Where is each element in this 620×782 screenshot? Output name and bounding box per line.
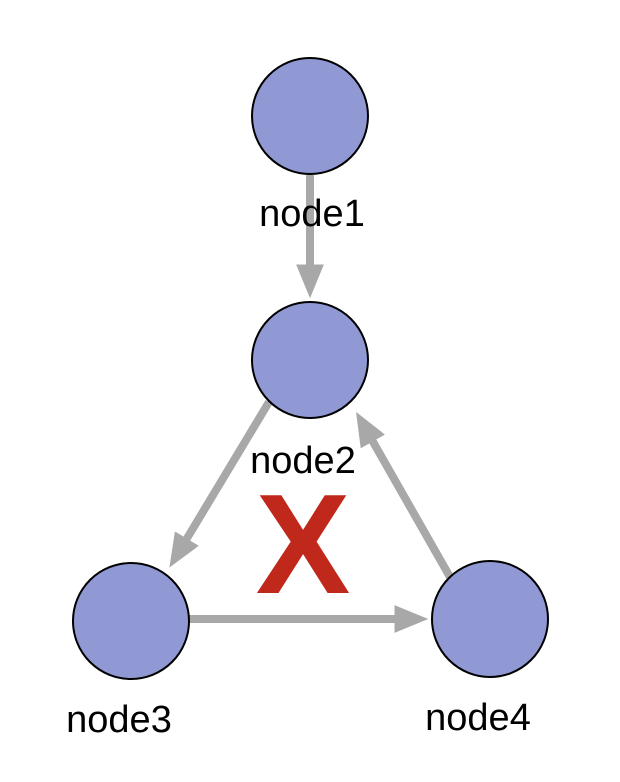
node4-circle	[431, 560, 549, 678]
node2-circle	[251, 301, 369, 419]
node1-label: node1	[259, 193, 365, 235]
node1-circle	[251, 57, 369, 175]
nodes	[72, 57, 549, 680]
node4-label: node4	[425, 697, 531, 739]
center-x-mark: X	[256, 465, 351, 624]
edges	[169, 175, 454, 633]
edge-node2-node3	[169, 399, 273, 568]
node3-label: node3	[66, 699, 172, 741]
edge-node4-node2	[356, 411, 454, 579]
node-labels: node1 node2 node3 node4	[66, 193, 531, 741]
node3-circle	[72, 562, 190, 680]
node2-label: node2	[250, 440, 356, 482]
